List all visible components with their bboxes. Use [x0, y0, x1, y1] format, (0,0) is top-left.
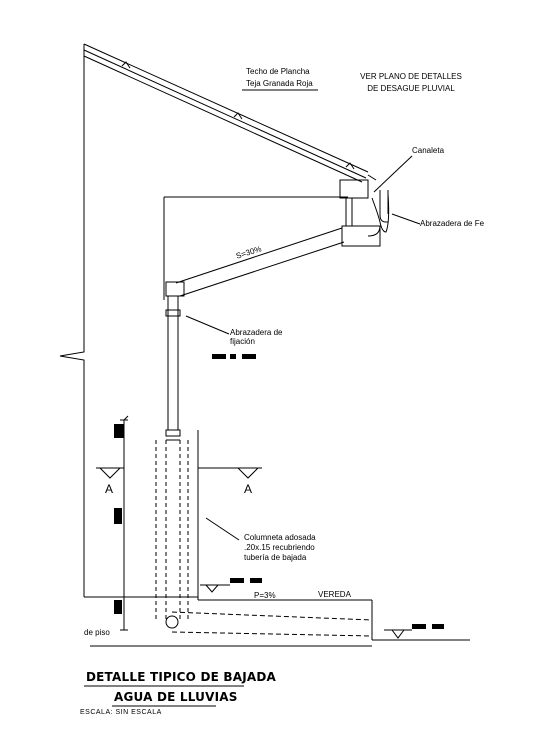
clamp-upper: [165, 309, 181, 317]
downspout: [165, 296, 181, 441]
fixing-clamp-label-line1: Abrazadera de: [230, 328, 283, 337]
gutter-body: [371, 193, 390, 233]
elbow-top: [341, 225, 381, 247]
title-underlines: [84, 685, 244, 707]
dimension-line: [120, 415, 129, 631]
level-markers: [200, 584, 412, 639]
dash-marks: [114, 354, 444, 629]
title-line1: DETALLE TIPICO DE BAJADA: [86, 670, 277, 684]
floor-label: de piso: [84, 628, 110, 637]
reference-note-line1: VER PLANO DE DETALLES: [360, 72, 462, 81]
sidewalk-label: VEREDA: [318, 590, 351, 599]
column-label-line1: Columneta adosada: [244, 533, 316, 542]
gutter-clamp-label: Abrazadera de Fe: [420, 219, 485, 228]
drain-elbow: [165, 615, 179, 629]
title-line2: AGUA DE LLUVIAS: [114, 690, 238, 704]
roof-label-line2: Teja Granada Roja: [246, 79, 313, 88]
wall-outline: [59, 44, 348, 597]
section-mark-left: A: [105, 482, 114, 496]
reference-note-line2: DE DESAGUE PLUVIAL: [367, 84, 455, 93]
encasing-column: [155, 440, 189, 622]
roof-label-line1: Techo de Plancha: [246, 67, 310, 76]
clamp-lower: [165, 429, 181, 437]
column-label-line3: tubería de bajada: [244, 553, 307, 562]
scale-note: ESCALA: SIN ESCALA: [80, 709, 162, 716]
gutter-assembly: [339, 174, 390, 247]
elbow-bottom: [165, 281, 185, 297]
roof: [83, 43, 369, 183]
leader-lines: [185, 89, 421, 541]
column-label-line2: .20x.15 recubriendo: [244, 543, 315, 552]
section-marks: [96, 467, 262, 479]
floor-slope-label: P=3%: [254, 591, 276, 600]
ground: [84, 596, 470, 647]
section-mark-right: A: [244, 482, 253, 496]
drain-pipe: [171, 611, 373, 637]
gutter-block: [339, 179, 369, 199]
fixing-clamp-label-line2: fijación: [230, 337, 255, 346]
gutter-label: Canaleta: [412, 146, 445, 155]
gutter-bracket: [345, 197, 353, 227]
sloped-pipe: [165, 227, 345, 297]
